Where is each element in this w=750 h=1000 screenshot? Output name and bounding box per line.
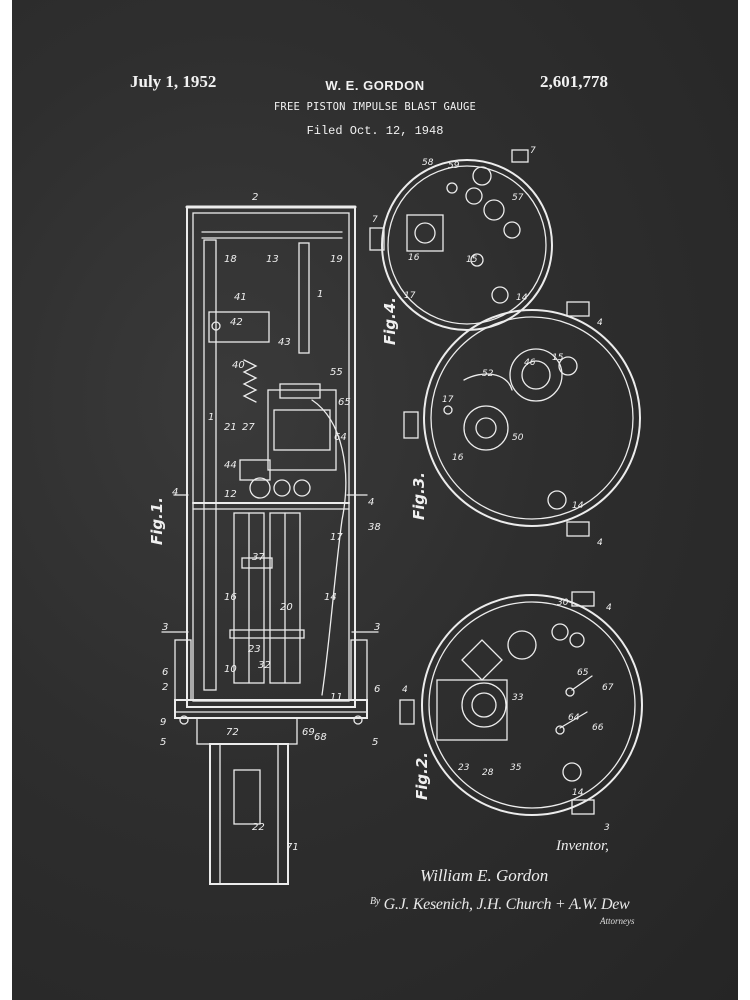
fig3-section-view [403, 301, 641, 537]
fig2-label: Fig.2. [413, 752, 431, 800]
svg-text:15: 15 [552, 353, 564, 363]
fig4-label: Fig.4. [381, 297, 399, 345]
svg-text:59: 59 [448, 161, 460, 171]
svg-text:10: 10 [224, 664, 237, 675]
svg-text:16: 16 [408, 253, 420, 263]
svg-text:21: 21 [224, 422, 237, 433]
svg-text:9: 9 [160, 717, 166, 728]
svg-text:64: 64 [334, 432, 347, 443]
svg-text:12: 12 [224, 489, 237, 500]
svg-text:13: 13 [266, 254, 279, 265]
svg-text:41: 41 [234, 292, 247, 303]
svg-text:14: 14 [572, 501, 584, 511]
svg-text:67: 67 [602, 683, 614, 693]
svg-text:43: 43 [278, 337, 291, 348]
patent-title: FREE PISTON IMPULSE BLAST GAUGE [273, 101, 477, 113]
fig4-top-view [369, 149, 553, 331]
svg-text:4: 4 [597, 538, 603, 548]
patent-date: July 1, 1952 [130, 72, 217, 91]
svg-text:7: 7 [530, 146, 536, 156]
svg-text:50: 50 [512, 433, 524, 443]
svg-text:19: 19 [330, 254, 343, 265]
svg-text:14: 14 [572, 788, 584, 798]
svg-text:15: 15 [466, 255, 478, 265]
attorneys-label: Attorneys [600, 916, 635, 926]
svg-text:42: 42 [230, 317, 243, 328]
svg-text:18: 18 [224, 254, 237, 265]
svg-text:3: 3 [604, 823, 610, 833]
inventor-signature: William E. Gordon [420, 866, 549, 885]
svg-text:64: 64 [568, 713, 580, 723]
svg-text:17: 17 [330, 532, 343, 543]
svg-text:58: 58 [422, 158, 434, 168]
fig1-gauge-body [161, 205, 379, 885]
svg-text:32: 32 [258, 660, 271, 671]
svg-text:27: 27 [242, 422, 255, 433]
svg-text:16: 16 [224, 592, 237, 603]
svg-text:65: 65 [338, 397, 351, 408]
svg-text:4: 4 [402, 685, 408, 695]
svg-text:46: 46 [524, 358, 536, 368]
fig3-label: Fig.3. [410, 472, 428, 520]
fig1-label: Fig.1. [148, 497, 166, 545]
svg-text:5: 5 [160, 737, 166, 748]
svg-text:40: 40 [232, 360, 245, 371]
svg-text:4: 4 [606, 603, 612, 613]
attorney-names: G.J. Kesenich, J.H. Church + A.W. Dew [383, 896, 630, 913]
svg-text:44: 44 [224, 460, 237, 471]
svg-text:52: 52 [482, 369, 494, 379]
inventor-short-name: W. E. GORDON [325, 78, 425, 93]
svg-text:23: 23 [458, 763, 470, 773]
figure-labels: Fig.1. Fig.4. Fig.3. Fig.2. [148, 297, 431, 800]
svg-text:55: 55 [330, 367, 343, 378]
fig2-section-view [399, 591, 643, 816]
fig1-part-numbers: 2 18 13 19 41 42 40 43 55 65 21 27 44 12… [160, 192, 381, 853]
patent-drawing: 2 18 13 19 41 42 40 43 55 65 21 27 44 12… [148, 146, 643, 885]
svg-text:11: 11 [330, 692, 343, 703]
svg-text:1: 1 [208, 412, 214, 423]
svg-text:6: 6 [374, 684, 380, 695]
svg-text:72: 72 [226, 727, 239, 738]
svg-text:35: 35 [510, 763, 522, 773]
svg-text:4: 4 [597, 318, 603, 328]
patent-number: 2,601,778 [540, 72, 608, 91]
svg-text:16: 16 [452, 453, 464, 463]
circle-part-numbers: 7 58 7 57 16 59 15 14 17 15 46 17 52 50 … [372, 146, 614, 833]
svg-text:14: 14 [516, 293, 528, 303]
svg-text:14: 14 [324, 592, 337, 603]
svg-text:57: 57 [512, 193, 524, 203]
svg-text:3: 3 [162, 622, 168, 633]
svg-text:69: 69 [302, 727, 315, 738]
svg-text:5: 5 [372, 737, 378, 748]
svg-text:37: 37 [252, 552, 265, 563]
svg-text:22: 22 [252, 822, 265, 833]
svg-text:23: 23 [248, 644, 261, 655]
svg-text:66: 66 [592, 723, 604, 733]
svg-text:1: 1 [317, 289, 323, 300]
svg-text:4: 4 [172, 487, 178, 498]
svg-text:20: 20 [280, 602, 293, 613]
svg-text:68: 68 [314, 732, 327, 743]
svg-text:30: 30 [557, 598, 569, 608]
svg-text:2: 2 [162, 682, 168, 693]
inventor-label: Inventor, [556, 838, 609, 854]
svg-text:3: 3 [374, 622, 380, 633]
svg-text:6: 6 [162, 667, 168, 678]
attorney-signature: By G.J. Kesenich, J.H. Church + A.W. Dew [370, 896, 630, 914]
svg-text:7: 7 [372, 215, 378, 225]
filed-date: Filed Oct. 12, 1948 [306, 124, 444, 138]
svg-text:2: 2 [252, 192, 258, 203]
by-label: By [370, 896, 380, 907]
patent-chalkboard: July 1, 1952 W. E. GORDON FREE PISTON IM… [12, 0, 738, 1000]
svg-text:65: 65 [577, 668, 589, 678]
svg-text:4: 4 [368, 497, 374, 508]
svg-text:17: 17 [404, 291, 416, 301]
svg-text:33: 33 [512, 693, 524, 703]
svg-text:28: 28 [482, 768, 494, 778]
svg-text:71: 71 [286, 842, 299, 853]
svg-text:17: 17 [442, 395, 454, 405]
svg-text:38: 38 [368, 522, 381, 533]
